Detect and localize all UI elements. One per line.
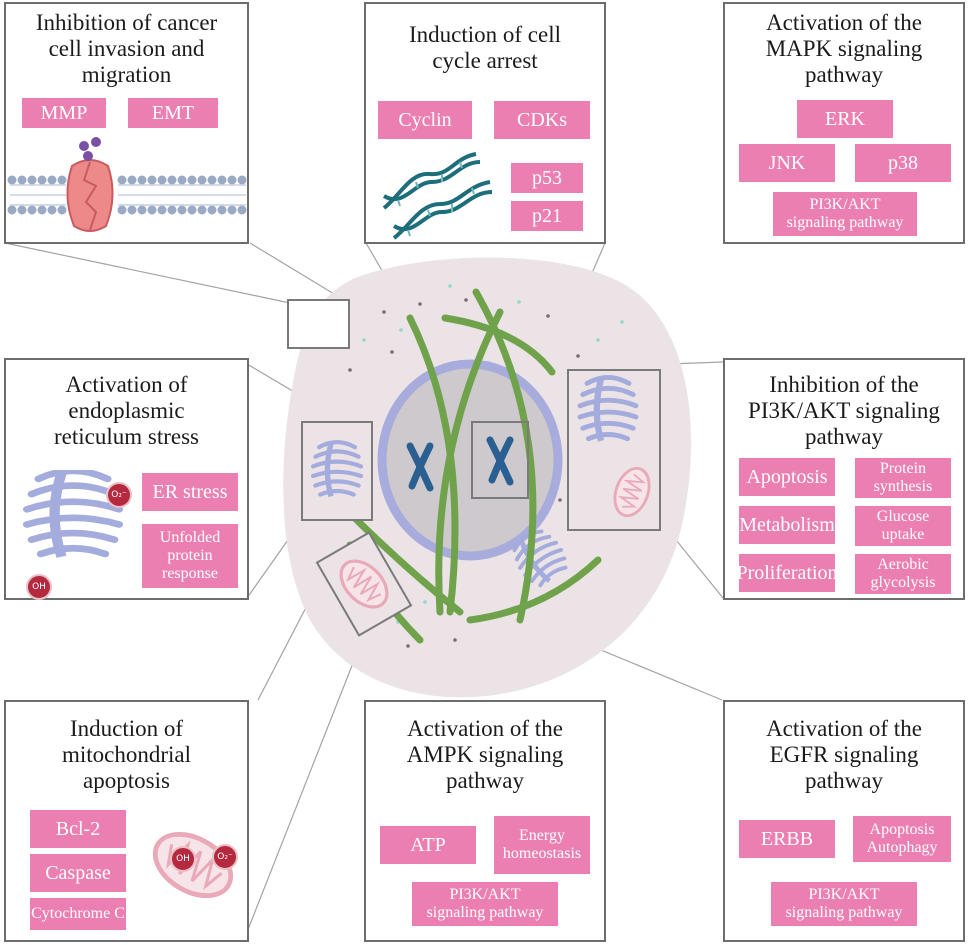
panel-er-stress: Activation of endoplasmic reticulum stre… (4, 358, 249, 600)
panel-title: Inhibition of the PI3K/AKT signaling pat… (748, 372, 940, 449)
membrane-transporter-icon (7, 137, 247, 232)
ros-radical-icon: OH (26, 574, 52, 600)
tag-glucose-uptake: Glucose uptake (855, 506, 951, 546)
tag-cyclin: Cyclin (378, 101, 472, 139)
tag-bcl-2: Bcl-2 (30, 810, 126, 848)
membrane-bottom-heads (7, 205, 247, 215)
panel-ampk: Activation of the AMPK signaling pathway… (364, 700, 606, 942)
tag-p53: p53 (511, 163, 583, 193)
tag-cdks: CDKs (494, 101, 590, 139)
tag-p21: p21 (511, 201, 583, 231)
tag-caspase: Caspase (30, 854, 126, 892)
tag-erbb: ERBB (739, 820, 835, 858)
membrane-top-heads (7, 175, 247, 185)
tag-pi3k-akt: PI3K/AKT signaling pathway (412, 882, 558, 926)
ligand-molecule-icon (79, 137, 101, 161)
tag-unfolded-protein-response: Unfolded protein response (142, 524, 238, 588)
tag-p38: p38 (855, 144, 951, 182)
dna-double-helix-icon (382, 152, 493, 240)
tag-pi3k-akt: PI3K/AKT signaling pathway (771, 882, 917, 926)
ros-radical-icon: O₂⁻ (212, 844, 238, 870)
tag-apoptosis-autophagy: Apoptosis Autophagy (853, 816, 951, 862)
panel-pi3k-akt-inhibition: Inhibition of the PI3K/AKT signaling pat… (723, 358, 965, 600)
tag-energy-homeostasis: Energy homeostasis (494, 816, 590, 874)
tag-proliferation: Proliferation (736, 554, 838, 592)
tag-protein-synthesis: Protein synthesis (855, 458, 951, 498)
panel-title: Induction of mitochondrial apoptosis (61, 716, 192, 793)
panel-mitochondrial-apoptosis: Induction of mitochondrial apoptosis Bcl… (4, 700, 249, 942)
tag-cytochrome-c: Cytochrome C (30, 898, 126, 930)
tag-apoptosis: Apoptosis (739, 458, 835, 496)
nucleus (377, 359, 563, 561)
ros-radical-icon: O₂⁻ (106, 482, 132, 508)
membrane-highlight-box (287, 299, 350, 349)
panel-title: Activation of the EGFR signaling pathway (766, 716, 922, 793)
panel-title: Activation of the AMPK signaling pathway (406, 716, 564, 793)
tag-emt: EMT (128, 98, 218, 128)
panel-title: Induction of cell cycle arrest (408, 22, 561, 73)
panel-egfr: Activation of the EGFR signaling pathway… (723, 700, 965, 942)
chromosome-highlight-box (471, 421, 529, 499)
tag-er-stress: ER stress (142, 473, 238, 511)
tag-erk: ERK (797, 100, 893, 138)
panel-title: Activation of endoplasmic reticulum stre… (54, 372, 199, 449)
panel-invasion-migration: Inhibition of cancer cell invasion and m… (4, 2, 249, 244)
tag-pi3k-akt: PI3K/AKT signaling pathway (773, 192, 917, 236)
tag-jnk: JNK (739, 144, 835, 182)
mito-highlight-box (315, 531, 413, 637)
panel-cell-cycle-arrest: Induction of cell cycle arrest Cyclin CD… (364, 2, 606, 244)
panel-mapk: Activation of the MAPK signaling pathway… (723, 2, 965, 244)
tag-aerobic-glycolysis: Aerobic glycolysis (855, 554, 951, 594)
panel-title: Inhibition of cancer cell invasion and m… (35, 10, 218, 87)
ros-radical-icon: OH (170, 846, 196, 872)
tag-mmp: MMP (22, 98, 106, 128)
panel-title: Activation of the MAPK signaling pathway (765, 10, 923, 87)
tag-atp: ATP (380, 826, 476, 864)
tag-metabolism: Metabolism (739, 506, 835, 544)
